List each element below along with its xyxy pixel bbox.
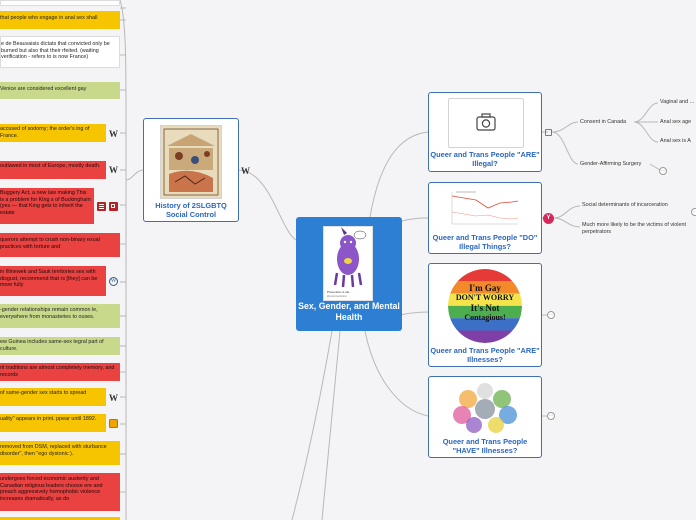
branch-consent-item-3[interactable]: Anal sex is A: [660, 138, 691, 144]
card-are-illegal[interactable]: Queer and Trans People "ARE" Illegal?: [428, 92, 542, 172]
camera-icon: [476, 113, 496, 131]
card-are-illnesses[interactable]: I'm Gay DON'T WORRY It's Not Contagious!…: [428, 263, 542, 367]
note-4[interactable]: accused of sodomy; the order's ing of Fr…: [0, 124, 106, 142]
branch-consent-item-1[interactable]: Vaginal and ...: [660, 99, 695, 105]
card2-thumbnail: [448, 188, 522, 230]
history-node[interactable]: History of 2SLGBTQ Social Control: [143, 118, 239, 222]
card3-line-4: Contagious!: [464, 313, 506, 322]
branch-victims-of-violence[interactable]: Much more likely to be the victims of vi…: [582, 222, 686, 235]
note-11[interactable]: rit traditions are almost completely mem…: [0, 363, 120, 381]
central-thumbnail: Prevention is ide... @unicornsofcolour: [323, 226, 373, 301]
svg-text:@unicornsofcolour: @unicornsofcolour: [327, 295, 347, 298]
card4-title: Queer and Trans People "HAVE" Illnesses?: [442, 437, 528, 455]
central-title: Sex, Gender, and Mental Health: [298, 301, 400, 322]
card1-title: Queer and Trans People "ARE" Illegal?: [430, 150, 540, 168]
card3-title: Queer and Trans People "ARE" Illnesses?: [430, 346, 540, 364]
note-12[interactable]: of same-gender sex starts to spread: [0, 388, 106, 406]
card3-line-1: I'm Gay: [469, 283, 501, 293]
wikipedia-icon[interactable]: W: [109, 393, 118, 403]
collapse-toggle[interactable]: ⋯: [547, 311, 555, 319]
note-2[interactable]: e de Beauvaisis dictats that convicted o…: [0, 36, 120, 68]
wikipedia-icon[interactable]: W: [241, 166, 250, 176]
branch-gender-affirming-surgery[interactable]: Gender-Affirming Surgery: [580, 161, 642, 167]
link-icon[interactable]: [545, 129, 552, 136]
svg-text:Prevention is ide...: Prevention is ide...: [327, 290, 352, 294]
card3-line-2: DON'T WORRY: [455, 293, 515, 302]
collapse-toggle[interactable]: ⋯: [659, 167, 667, 175]
note-5[interactable]: outlawed in most of Europe, mostly death…: [0, 161, 106, 179]
history-thumbnail: [160, 125, 222, 199]
note-9[interactable]: -gender relationships remain common le, …: [0, 304, 120, 328]
yelp-icon[interactable]: Y: [543, 213, 554, 224]
card3-thumbnail: I'm Gay DON'T WORRY It's Not Contagious!: [448, 269, 522, 343]
note-16[interactable]: [0, 517, 120, 520]
card3-line-3: It's Not: [470, 303, 500, 313]
collapse-toggle[interactable]: ⋯: [691, 208, 696, 216]
wikipedia-icon[interactable]: W: [109, 165, 118, 175]
note-15[interactable]: undergoes forced economic austerity and …: [0, 473, 120, 511]
external-link-icon[interactable]: [109, 202, 118, 211]
card-do-illegal[interactable]: Queer and Trans People "DO" Illegal Thin…: [428, 182, 542, 254]
menu-icon[interactable]: [97, 202, 106, 211]
line-chart-thumbnail: [448, 188, 522, 230]
card1-thumbnail: [448, 98, 524, 148]
note-8[interactable]: in Illinewek and Sauk territories ses wi…: [0, 266, 106, 296]
branch-consent-in-canada[interactable]: Consent in Canada: [580, 119, 627, 125]
card-have-illnesses[interactable]: Queer and Trans People "HAVE" Illnesses?: [428, 376, 542, 458]
wordpress-icon[interactable]: W: [109, 277, 118, 286]
collapse-toggle[interactable]: ⋯: [547, 412, 555, 420]
link-icon[interactable]: [109, 419, 118, 428]
note-7[interactable]: querors attempt to crush non-binary exua…: [0, 233, 120, 257]
note-13[interactable]: uality" appears in print. ppear until 18…: [0, 414, 106, 432]
note-0[interactable]: [0, 0, 120, 6]
note-14[interactable]: removed from DSM, replaced with sturbanc…: [0, 441, 120, 465]
venn-diagram-thumbnail: [440, 381, 530, 435]
note-1[interactable]: that people who engage in anal sex shall: [0, 11, 120, 29]
history-title: History of 2SLGBTQ Social Control: [155, 201, 227, 219]
note-10[interactable]: ew Guinea includes same-sex tegral part …: [0, 337, 120, 355]
note-6[interactable]: Buggery Act, a new law making This is a …: [0, 188, 94, 224]
card4-thumbnail: [440, 381, 530, 435]
wikipedia-icon[interactable]: W: [109, 129, 118, 139]
note-3[interactable]: Venice are considered excellent gay: [0, 82, 120, 99]
branch-consent-item-2[interactable]: Anal sex age: [660, 119, 692, 125]
branch-social-determinants[interactable]: Social determinants of incarceration: [582, 202, 668, 208]
card2-title: Queer and Trans People "DO" Illegal Thin…: [432, 233, 538, 251]
central-node[interactable]: Prevention is ide... @unicornsofcolour S…: [296, 217, 402, 331]
